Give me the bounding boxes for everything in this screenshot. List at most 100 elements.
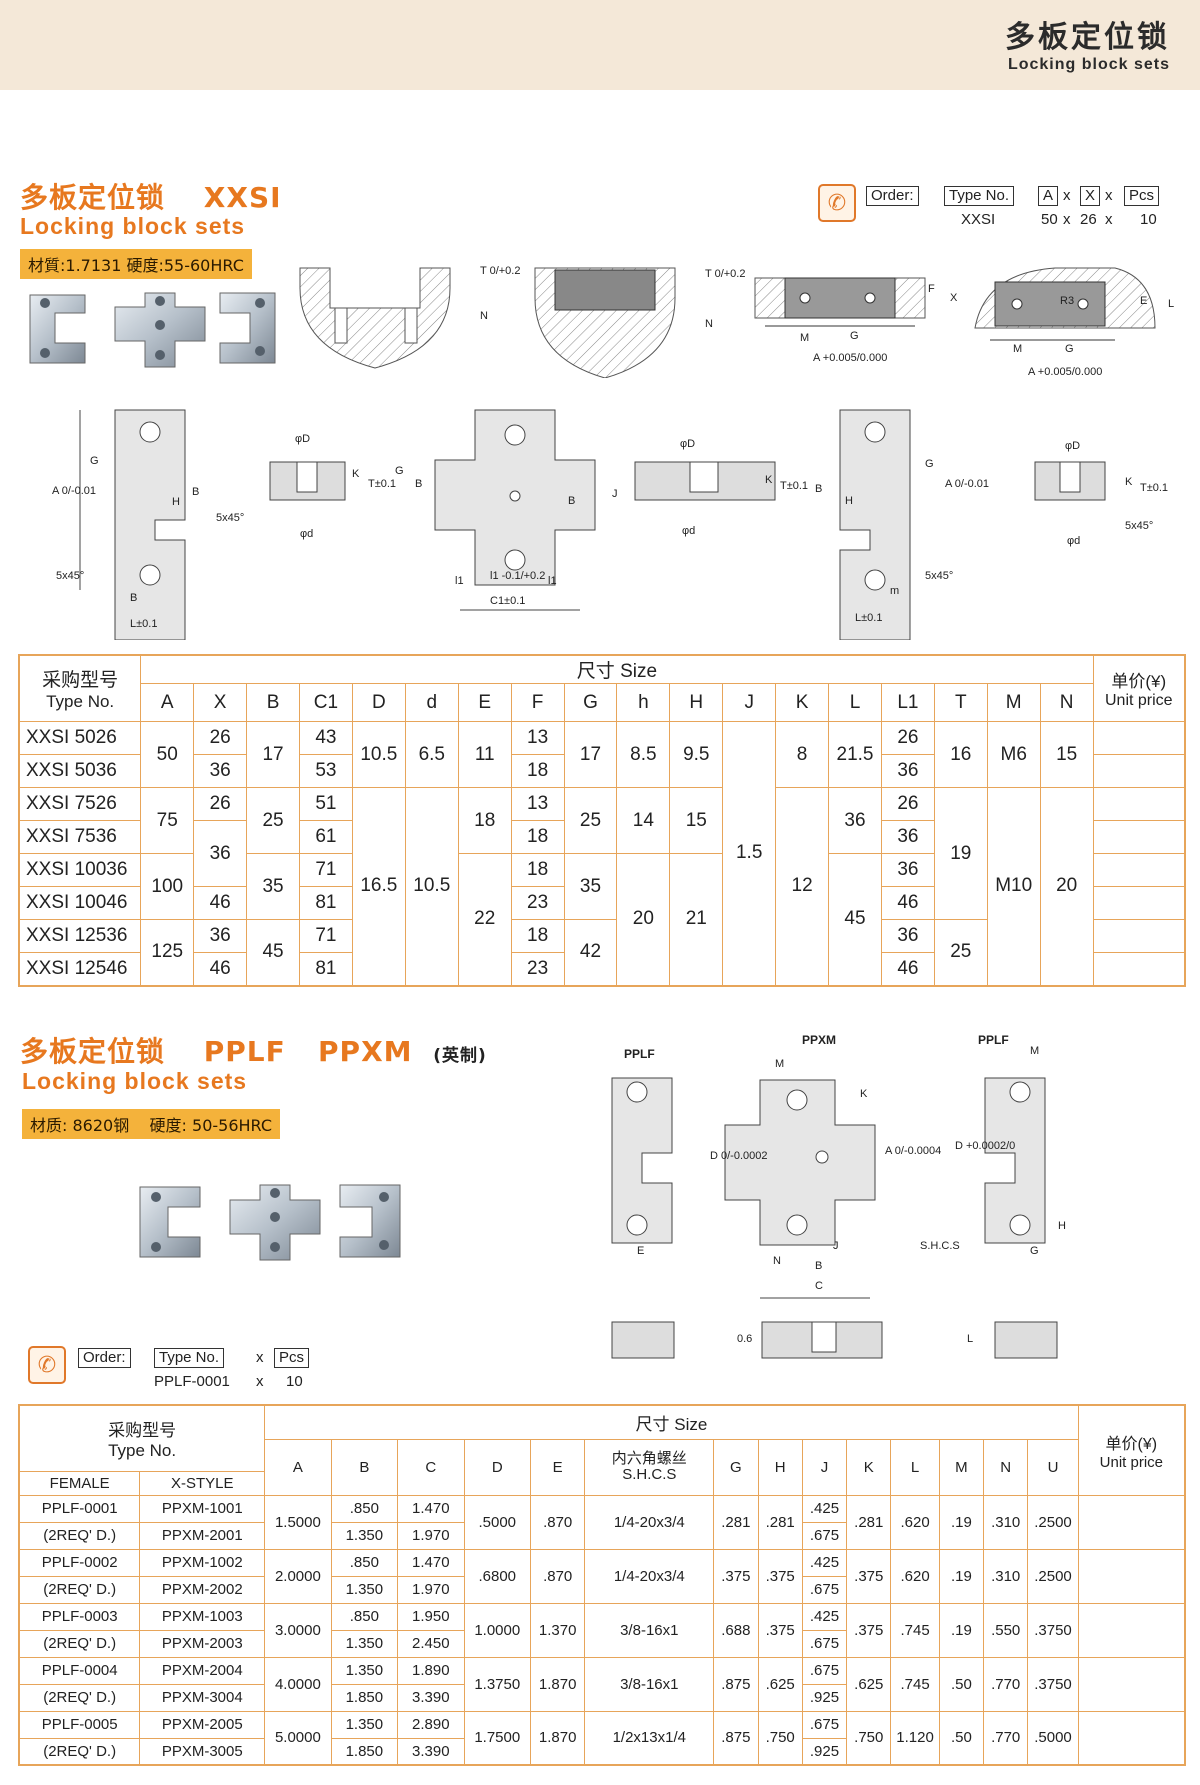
header-title-cn: 多板定位锁 [1005, 20, 1170, 55]
dim-h-left: H [172, 496, 180, 508]
dim-n: N [480, 310, 488, 322]
dim-a-right: A 0/-0.01 [945, 478, 990, 490]
table-row: XXSI 5026 50 26 17 43 10.5 6.5 11 13 17 … [18, 721, 1186, 986]
section2-title-suffix: (英制) [433, 1046, 487, 1066]
table-cell: .2500 [1027, 1494, 1079, 1550]
table-cell: 1.5000 [264, 1494, 332, 1550]
t1-col-hh: H [669, 683, 724, 722]
table-cell: PPXM-2004 [139, 1656, 266, 1685]
t1-col-g: G [563, 683, 618, 722]
dim-phid-3: φD [1065, 440, 1081, 452]
table-cell: 1.470 [397, 1548, 465, 1577]
section1-part-views [79, 409, 1106, 640]
table-cell: .875 [713, 1656, 759, 1712]
label-pplf-2: PPLF [978, 1033, 1009, 1047]
t1-col-l: L [828, 683, 882, 722]
dim-chamfer-3: 5x45° [1125, 520, 1154, 532]
t2-size-header: 尺寸 Size [264, 1404, 1079, 1440]
table-cell: .3750 [1027, 1602, 1079, 1658]
table-cell: .625 [846, 1656, 892, 1712]
section1-subtitle: Locking block sets [20, 213, 246, 239]
dim-l-left: L±0.1 [130, 618, 158, 630]
t1-col-c1: C1 [298, 683, 353, 722]
section2-subtitle: Locking block sets [22, 1068, 248, 1094]
table-row: XXSI 7526 75 26 25 51 16.5 10.5 18 13 25… [18, 787, 1186, 986]
t1-type-cn: 采购型号 [42, 670, 119, 691]
order2-pcs-value: 10 [286, 1373, 303, 1390]
table-cell: 1.970 [397, 1575, 465, 1604]
t1-col-x: X [193, 683, 248, 722]
dim-k-2: K [765, 474, 773, 486]
table-cell: .750 [846, 1710, 892, 1766]
dim-n2: N [705, 318, 713, 330]
t1-type-en: Type No. [46, 692, 115, 711]
table-cell: .425 [801, 1548, 848, 1577]
t2-col-k: K [846, 1438, 892, 1496]
table-cell: .745 [890, 1602, 940, 1658]
table-cell: 1.350 [330, 1521, 399, 1550]
table-cell: (2REQ' D.) [18, 1575, 141, 1604]
table-cell: 1.7500 [463, 1710, 531, 1766]
table-cell: .3750 [1027, 1656, 1079, 1712]
table-cell: .770 [983, 1710, 1029, 1766]
table-cell: 1.350 [330, 1575, 399, 1604]
table-cell: PPLF-0003 [18, 1602, 141, 1631]
dim-r3: R3 [1060, 295, 1075, 307]
table-cell: PPXM-1003 [139, 1602, 266, 1631]
t1-price-header: 单价(¥)Unit price [1092, 654, 1186, 722]
t2-col-j: J [801, 1438, 848, 1496]
table-cell: .875 [713, 1710, 759, 1766]
order-x-label: X [1080, 186, 1101, 206]
dim2-m-right: M [1030, 1045, 1040, 1057]
dim-phid-2: φD [680, 438, 696, 450]
dim-g-right: G [925, 458, 934, 470]
table-cell [1077, 1548, 1186, 1604]
t1-col-f: F [510, 683, 565, 722]
table-cell: 1.370 [529, 1602, 586, 1658]
table-cell: PPXM-2005 [139, 1710, 266, 1739]
dim2-k: K [860, 1088, 868, 1100]
header-title-en: Locking block sets [1007, 56, 1170, 73]
dim-l: L [1168, 298, 1175, 310]
dim-t: T 0/+0.2 [480, 265, 521, 277]
dim2-e: E [637, 1245, 645, 1257]
table-cell: 1.350 [330, 1710, 399, 1739]
t1-col-l1: L1 [880, 683, 935, 722]
dim2-d: D 0/-0.0002 [710, 1150, 768, 1162]
table-cell: .770 [983, 1656, 1029, 1712]
dim2-m: M [775, 1058, 785, 1070]
table-cell: .19 [938, 1602, 985, 1658]
t1-col-a: A [140, 683, 195, 722]
table-cell: 3.390 [397, 1683, 465, 1712]
t2-col-b: B [330, 1438, 399, 1496]
table-cell: .19 [938, 1494, 985, 1550]
table-cell: .850 [330, 1494, 399, 1523]
dim-chamfer-right: 5x45° [925, 570, 954, 582]
dim-x: X [950, 292, 958, 304]
order2-type-label: Type No. [154, 1348, 225, 1368]
table-cell: .19 [938, 1548, 985, 1604]
dim-chamfer-left: 5x45° [56, 570, 85, 582]
t1-col-j: J [722, 683, 777, 722]
t1-col-e: E [457, 683, 512, 722]
dim-k-3: K [1125, 476, 1133, 488]
table-cell: .925 [801, 1683, 848, 1712]
table-cell: .310 [983, 1548, 1029, 1604]
dim2-d-right: D +0.0002/0 [955, 1140, 1016, 1152]
table-cell: PPXM-3005 [139, 1737, 266, 1766]
table-cell: .745 [890, 1656, 940, 1712]
table-cell: PPXM-1002 [139, 1548, 266, 1577]
dim-b-cross: B [415, 478, 423, 490]
table-cell [1077, 1494, 1186, 1550]
order2-pcs-label: Pcs [274, 1348, 310, 1368]
section1-section-views [299, 267, 1156, 378]
table-cell: .375 [846, 1548, 892, 1604]
table-cell: .281 [713, 1494, 759, 1550]
order-a-value: 50 [1041, 211, 1058, 228]
order2-times-2: x [256, 1373, 264, 1390]
dim2-g: G [1030, 1245, 1039, 1257]
table-cell: PPXM-1001 [139, 1494, 266, 1523]
dim2-l: L [967, 1333, 974, 1345]
